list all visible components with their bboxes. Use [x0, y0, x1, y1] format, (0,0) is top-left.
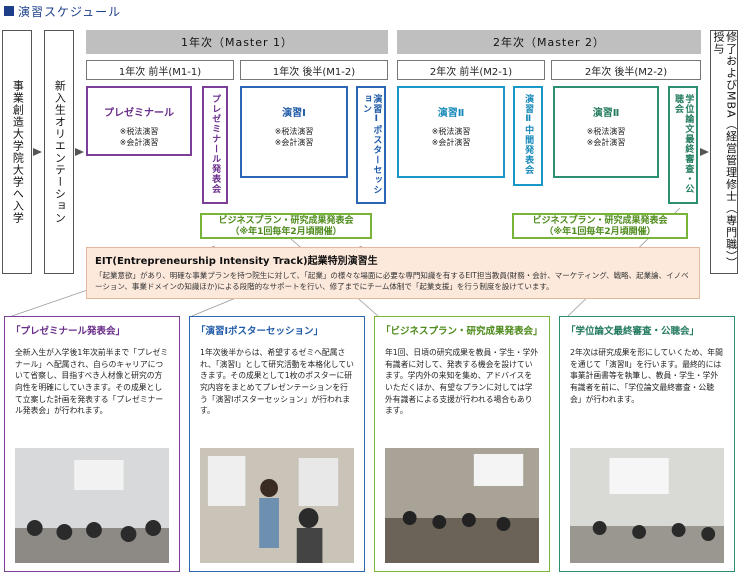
stage-item: ※会計演習 — [586, 137, 626, 147]
orientation-text: 新入生オリエンテーション — [53, 80, 67, 224]
card-heading: 「演習Ⅰポスターセッション」 — [196, 326, 324, 337]
enroll-box: 事業創造大学院大学へ入学 — [2, 30, 32, 274]
arrow-icon — [75, 148, 84, 156]
photo-poster-session — [200, 448, 354, 563]
event-poster-session: 演習Ⅰポスターセッション — [356, 86, 386, 204]
card-body: 全新入生が入学後1年次前半まで「プレゼミナール」へ配属され、自らのキャリアについ… — [15, 348, 169, 416]
stage-title: 演習Ⅰ — [282, 108, 306, 119]
card-business-plan: 「ビジネスプラン・研究成果発表会」 年1回、日頃の研究成果を教員・学生・学外有識… — [374, 316, 550, 572]
business-plan-box-1: ビジネスプラン・研究成果発表会 （※年1回毎年2月頃開催） — [200, 213, 372, 239]
event-label: プレゼミナール発表会 — [210, 94, 221, 194]
half-header-m1-1: 1年次 前半(M1-1) — [86, 60, 234, 80]
eit-heading: EIT(Entrepreneurship Intensity Track)起業特… — [95, 256, 378, 267]
event-label: 学位論文最終審査・公聴会 — [673, 94, 694, 194]
card-heading: 「ビジネスプラン・研究成果発表会」 — [381, 326, 543, 337]
stage-title: 演習Ⅱ — [437, 108, 465, 119]
card-pre-seminar: 「プレゼミナール発表会」 全新入生が入学後1年次前半まで「プレゼミナール」へ配属… — [4, 316, 180, 572]
event-final-defense: 学位論文最終審査・公聴会 — [668, 86, 698, 204]
card-body: 1年次後半からは、希望するゼミへ配属され、「演習Ⅰ」として研究活動を本格化してい… — [200, 348, 354, 416]
event-pre-seminar: プレゼミナール発表会 — [202, 86, 228, 204]
stage-pre-seminar: プレゼミナール ※税法演習 ※会計演習 — [86, 86, 192, 156]
business-plan-note: （※年1回毎年2月頃開催） — [544, 227, 656, 238]
stage-enshu-2a: 演習Ⅱ ※税法演習 ※会計演習 — [397, 86, 505, 178]
arrow-icon — [33, 148, 42, 156]
business-plan-title: ビジネスプラン・研究成果発表会 — [532, 216, 668, 226]
completion-text: 修了およびMBA（経営管理修士（専門職））授与 — [712, 31, 738, 270]
completion-box: 修了およびMBA（経営管理修士（専門職））授与 — [710, 30, 738, 274]
eit-body: 「起業意欲」があり、明確な事業プランを持つ院生に対して、「起業」の様々な場面に必… — [95, 271, 689, 291]
eit-box: EIT(Entrepreneurship Intensity Track)起業特… — [86, 247, 700, 299]
arrow-icon — [700, 148, 709, 156]
business-plan-box-2: ビジネスプラン・研究成果発表会 （※年1回毎年2月頃開催） — [512, 213, 688, 239]
year1-header: 1年次（Master 1） — [86, 30, 388, 54]
half-header-m2-1: 2年次 前半(M2-1) — [397, 60, 545, 80]
half-header-m1-2: 1年次 後半(M1-2) — [240, 60, 388, 80]
card-heading: 「プレゼミナール発表会」 — [11, 326, 126, 337]
year2-header: 2年次（Master 2） — [397, 30, 701, 54]
card-body: 年1回、日頃の研究成果を教員・学生・学外有識者に対して、発表する機会を設けていま… — [385, 348, 539, 416]
stage-item: ※税法演習 — [274, 127, 314, 136]
stage-enshu-2b: 演習Ⅱ ※税法演習 ※会計演習 — [553, 86, 659, 178]
page-title: 演習スケジュール — [4, 2, 121, 20]
title-text: 演習スケジュール — [18, 4, 122, 19]
event-label: 演習Ⅰポスターセッション — [361, 94, 382, 195]
stage-item: ※会計演習 — [119, 137, 159, 147]
half-header-m2-2: 2年次 後半(M2-2) — [551, 60, 701, 80]
stage-item: ※税法演習 — [119, 127, 159, 136]
event-midterm: 演習Ⅱ中間発表会 — [513, 86, 543, 186]
orientation-box: 新入生オリエンテーション — [44, 30, 74, 274]
card-heading: 「学位論文最終審査・公聴会」 — [566, 326, 700, 337]
card-body: 2年次は研究成果を形にしていくため、年間を通じて「演習Ⅱ」を行います。最終的には… — [570, 348, 723, 404]
stage-item: ※税法演習 — [586, 127, 626, 136]
stage-item: ※税法演習 — [431, 127, 471, 136]
title-square-icon — [4, 6, 14, 16]
stage-title: プレゼミナール — [104, 108, 174, 119]
photo-business-plan — [385, 448, 539, 563]
stage-title: 演習Ⅱ — [592, 108, 620, 119]
business-plan-title: ビジネスプラン・研究成果発表会 — [218, 216, 354, 226]
card-final-defense: 「学位論文最終審査・公聴会」 2年次は研究成果を形にしていくため、年間を通じて「… — [559, 316, 735, 572]
stage-item: ※会計演習 — [274, 137, 314, 147]
photo-pre-seminar — [15, 448, 169, 563]
event-label: 演習Ⅱ中間発表会 — [523, 94, 534, 175]
business-plan-note: （※年1回毎年2月頃開催） — [230, 227, 342, 238]
stage-item: ※会計演習 — [431, 137, 471, 147]
stage-enshu-1: 演習Ⅰ ※税法演習 ※会計演習 — [240, 86, 348, 178]
card-poster-session: 「演習Ⅰポスターセッション」 1年次後半からは、希望するゼミへ配属され、「演習Ⅰ… — [189, 316, 365, 572]
photo-final-defense — [570, 448, 724, 563]
enroll-text: 事業創造大学院大学へ入学 — [11, 80, 25, 224]
